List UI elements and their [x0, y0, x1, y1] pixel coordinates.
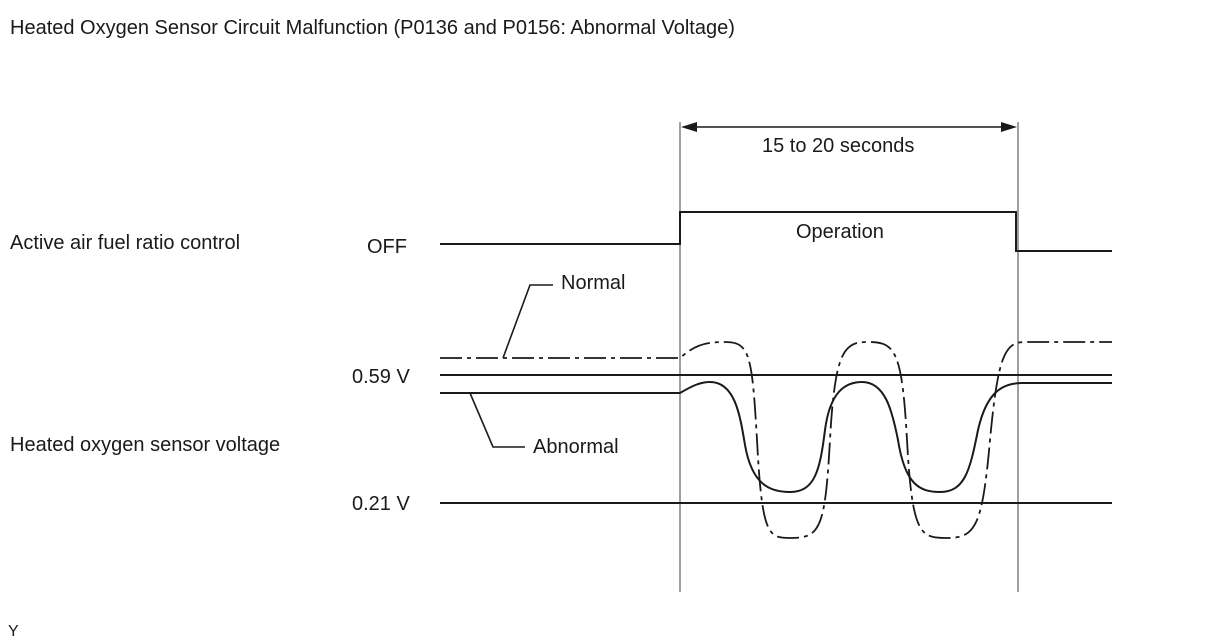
active-afr-waveform	[440, 211, 1112, 252]
normal-leader-line	[502, 284, 553, 359]
diagram-title: Heated Oxygen Sensor Circuit Malfunction…	[10, 17, 735, 39]
arrow-right-icon	[1001, 122, 1017, 132]
lower-threshold-label: 0.21 V	[352, 493, 410, 515]
normal-sensor-waveform	[440, 341, 1112, 539]
duration-arrow	[681, 122, 1017, 132]
duration-label: 15 to 20 seconds	[762, 135, 915, 157]
abnormal-sensor-waveform	[440, 380, 1112, 494]
active-afr-label: Active air fuel ratio control	[10, 232, 241, 254]
abnormal-legend-label: Abnormal	[533, 436, 619, 458]
abnormal-leader-line	[469, 392, 525, 448]
normal-legend-label: Normal	[561, 272, 626, 294]
afr-off-label: OFF	[367, 236, 407, 258]
upper-threshold-label: 0.59 V	[352, 366, 410, 388]
footer-code: Y	[8, 623, 19, 640]
arrow-left-icon	[681, 122, 697, 132]
sensor-voltage-label: Heated oxygen sensor voltage	[10, 434, 281, 456]
afr-operation-label: Operation	[796, 221, 884, 243]
